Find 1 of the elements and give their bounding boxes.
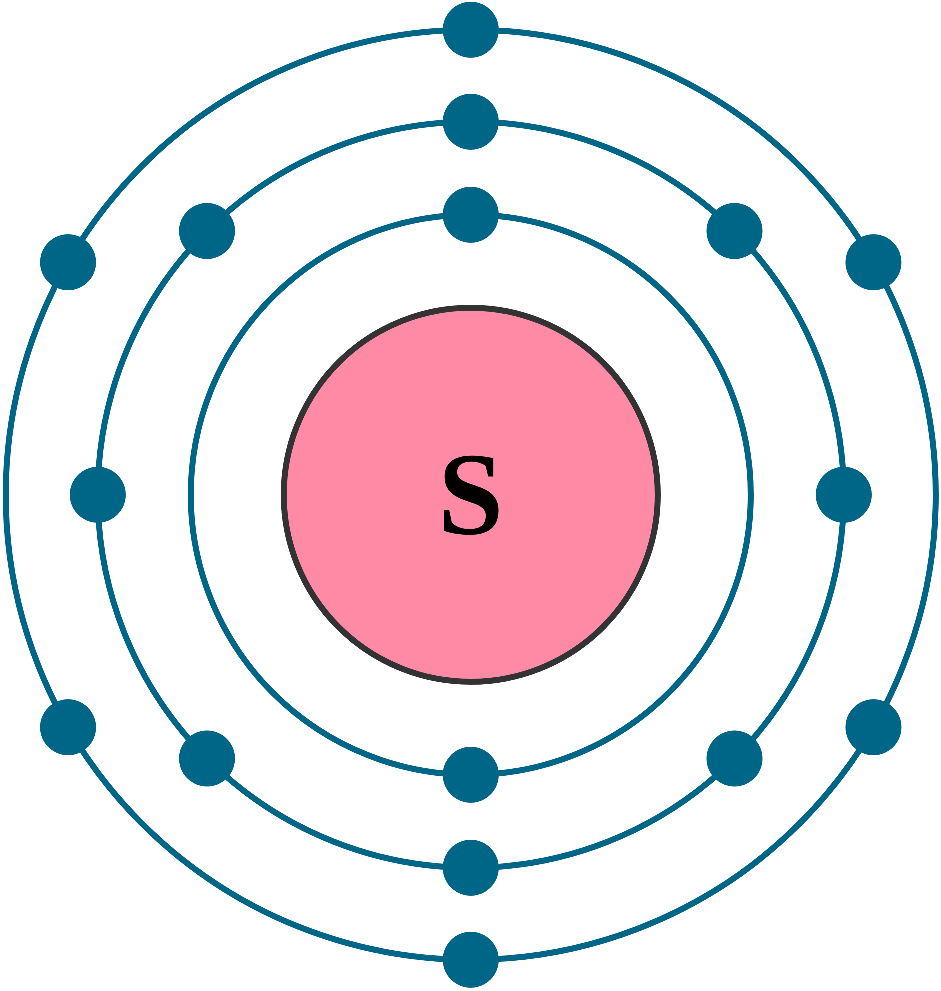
element-symbol: S xyxy=(438,436,504,554)
